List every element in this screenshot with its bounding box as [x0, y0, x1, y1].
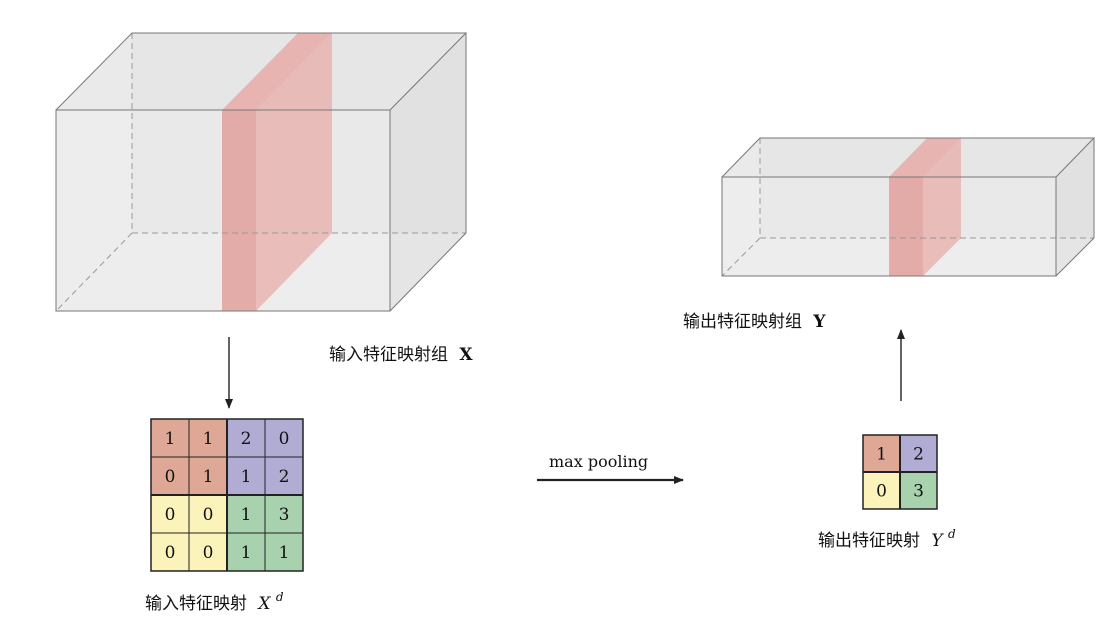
max-pooling-label: max pooling	[549, 452, 648, 471]
input-grid-cell-value: 0	[165, 543, 176, 563]
output-group-label: 输出特征映射组 Y	[683, 312, 826, 332]
input-grid-cell-value: 0	[165, 467, 176, 487]
input-grid-cell-value: 1	[165, 429, 176, 449]
input-grid-cell	[226, 418, 266, 458]
output-grid-cell-value: 1	[876, 445, 887, 465]
input-grid-cell-value: 1	[241, 543, 252, 563]
input-group-label: 输入特征映射组 X	[329, 345, 473, 365]
output-grid-cell	[862, 471, 901, 510]
input-grid-cell-value: 1	[279, 543, 290, 563]
output-map-label: 输出特征映射 Y d	[818, 527, 956, 551]
input-grid-cell-value: 1	[203, 429, 214, 449]
output-grid-cell-value: 0	[876, 482, 887, 502]
input-grid-cell-value: 0	[203, 505, 214, 525]
input-grid-cell-value: 1	[203, 467, 214, 487]
input-grid-border	[150, 418, 304, 572]
input-grid-cell	[264, 456, 304, 496]
input-slice	[222, 33, 332, 110]
input-grid-cell	[188, 494, 228, 534]
input-grid-cell	[264, 532, 304, 572]
input-map-label: 输入特征映射 X d	[145, 590, 284, 614]
input-grid-cell	[188, 456, 228, 496]
input-grid-cell-value: 2	[279, 467, 290, 487]
input-grid-cell	[264, 418, 304, 458]
input-grid-cell-value: 0	[203, 543, 214, 563]
input-grid-cell-value: 1	[241, 505, 252, 525]
output-grid-border	[862, 434, 938, 510]
output-grid-cell-value: 3	[913, 482, 924, 502]
input-grid-cell-value: 1	[241, 467, 252, 487]
input-feature-map-group-box	[55, 32, 468, 312]
input-grid-cell	[188, 532, 228, 572]
input-grid-cell-value: 2	[241, 429, 252, 449]
input-grid-cell-value: 0	[165, 505, 176, 525]
output-feature-map-group-box	[721, 137, 1096, 277]
output-feature-map-grid: 1 2 0 3	[862, 434, 938, 510]
input-feature-map-grid: 1 1 2 0 0 1 1 2 0 0 1 3 0 0 1 1	[150, 418, 304, 572]
input-grid-cell-value: 0	[279, 429, 290, 449]
output-slice	[889, 138, 961, 177]
output-grid-cell	[862, 434, 901, 473]
input-grid-cell	[264, 494, 304, 534]
input-grid-cell-value: 3	[279, 505, 290, 525]
output-grid-cell-value: 2	[913, 445, 924, 465]
input-grid-cell	[150, 532, 190, 572]
